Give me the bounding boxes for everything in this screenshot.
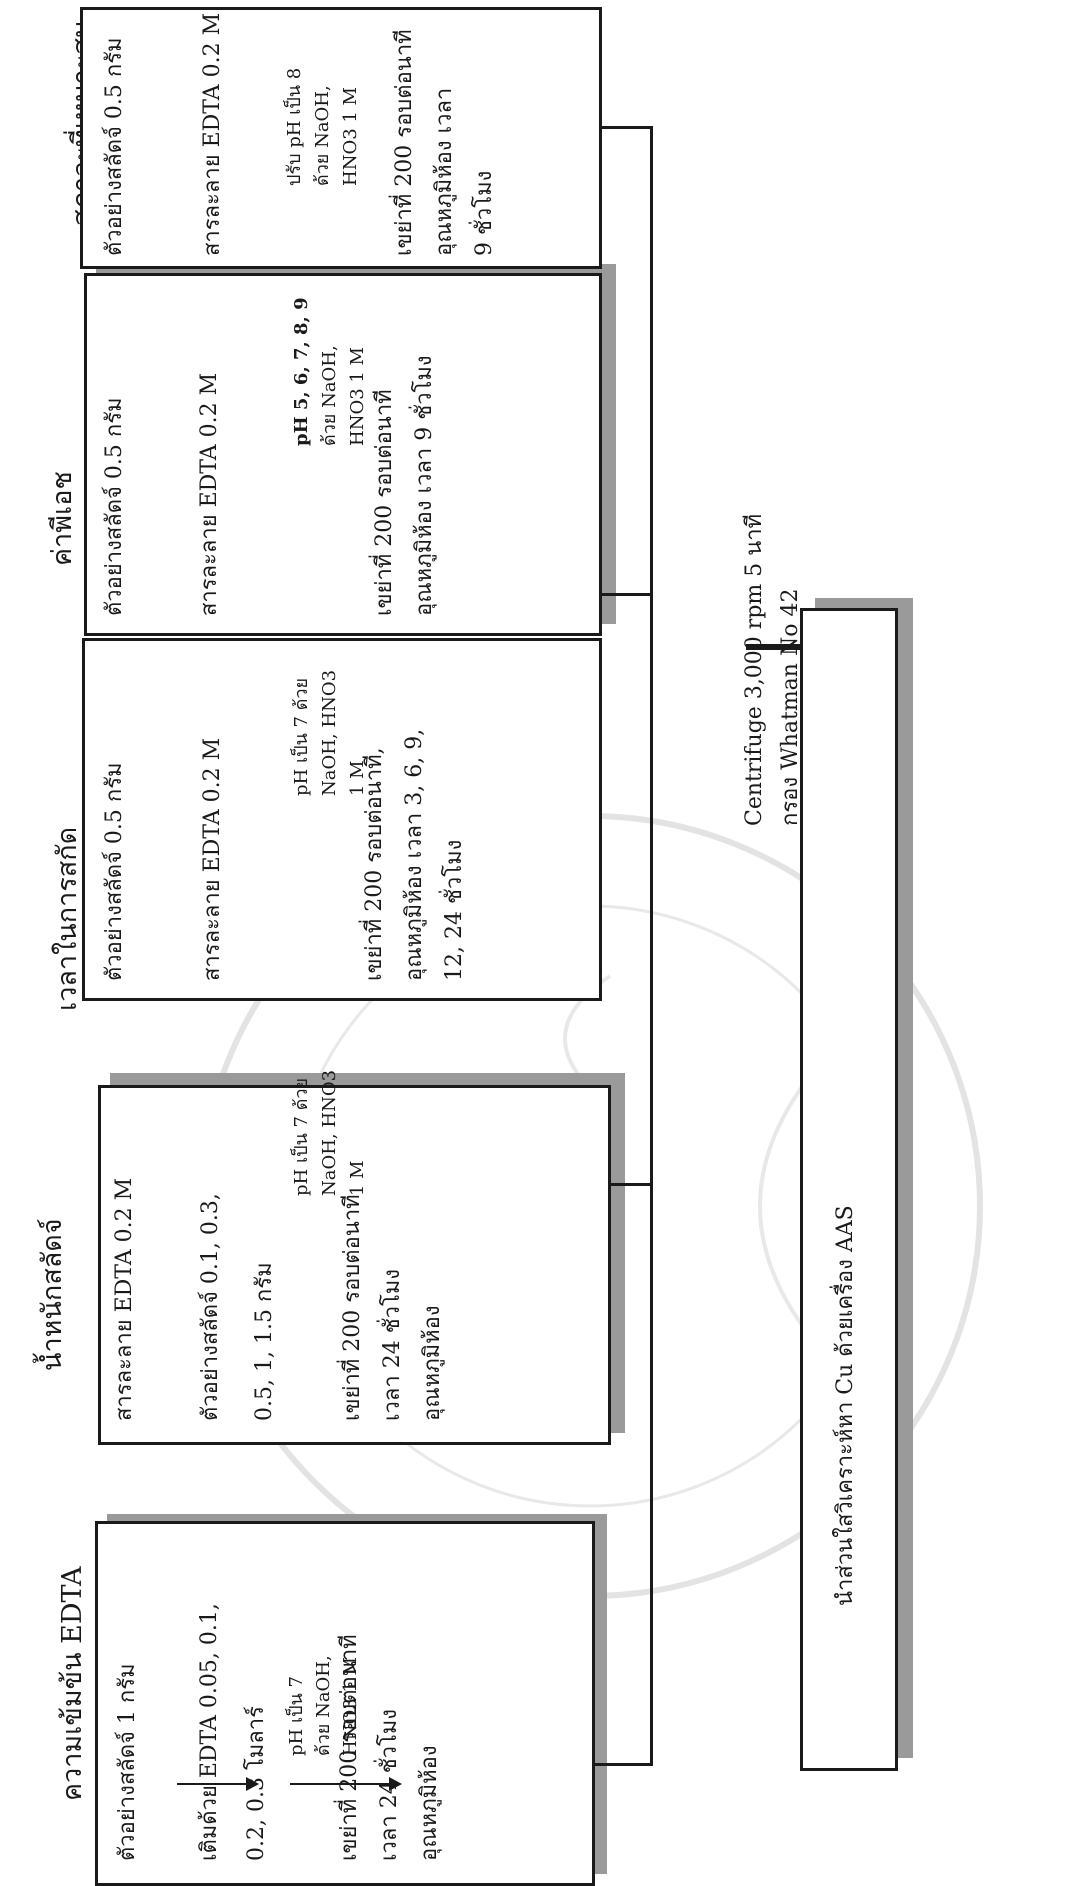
text-line: ตัวอย่างสลัดจ์ 0.5 กรัม xyxy=(102,397,127,616)
condition-text: 1 M xyxy=(347,1160,368,1196)
text-line: ตัวอย่างสลัดจ์ 1 กรัม xyxy=(115,1663,140,1861)
condition-text: NaOH, HNO3 xyxy=(319,1069,340,1196)
text-line: สารละลาย EDTA 0.2 M xyxy=(112,1177,137,1421)
text-line: อุณหภูมิห้อง เวลา xyxy=(432,87,457,256)
condition-text: ด้วย NaOH, xyxy=(313,1655,334,1756)
text-line: เขย่าที่ 200 รอบต่อนาที xyxy=(340,1194,365,1421)
text-line: สารละลาย EDTA 0.2 M xyxy=(197,372,222,616)
condition-text: HNO3 1 M xyxy=(340,87,361,186)
column-title-sludge-weight: น้ำหนักสลัดจ์ xyxy=(37,1218,68,1371)
text-line: ตัวอย่างสลัดจ์ 0.5 กรัม xyxy=(102,37,127,256)
condition-text: pH 5, 6, 7, 8, 9 xyxy=(291,297,312,446)
down-arrow-1 xyxy=(177,1783,257,1785)
connector xyxy=(602,593,653,596)
final-step-text: นำส่วนใสวิเคราะห์หา Cu ด้วยเครื่อง AAS xyxy=(833,1205,858,1606)
text-line: ตัวอย่างสลัดจ์ 0.5 กรัม xyxy=(102,762,127,981)
down-arrow-2 xyxy=(290,1783,400,1785)
connector xyxy=(595,1763,653,1766)
text-line: 12, 24 ชั่วโมง xyxy=(442,839,467,981)
condition-text: pH เป็น 7 ด้วย xyxy=(291,1077,312,1196)
condition-text: 1 M xyxy=(347,760,368,796)
connector xyxy=(602,126,653,129)
step-box-ph xyxy=(84,273,602,636)
text-line: เขย่าที่ 200 รอบต่อนาที xyxy=(372,389,397,616)
text-line: อุณหภูมิห้อง เวลา 9 ชั่วโมง xyxy=(412,355,437,616)
text-line: เวลา 24 ชั่วโมง xyxy=(380,1268,405,1421)
condition-text: ด้วย NaOH, xyxy=(319,345,340,446)
text-line: สารละลาย EDTA 0.2 M xyxy=(200,12,225,256)
text-line: อุณหภูมิห้อง xyxy=(417,1745,442,1861)
condition-text: NaOH, HNO3 xyxy=(319,669,340,796)
text-line: เขย่าที่ 200 รอบต่อนาที xyxy=(392,29,417,256)
text-line: อุณหภูมิห้อง xyxy=(420,1305,445,1421)
text-line: อุณหภูมิห้อง เวลา 3, 6, 9, xyxy=(402,728,427,981)
condition-text: pH เป็น 7 ด้วย xyxy=(291,677,312,796)
connector xyxy=(611,1183,653,1186)
collector-line xyxy=(650,126,653,1766)
text-line: เติมด้วย EDTA 0.05, 0.1, xyxy=(197,1603,222,1861)
text-line: สารละลาย EDTA 0.2 M xyxy=(200,737,225,981)
condition-text: ด้วย NaOH, xyxy=(312,85,333,186)
text-line: 9 ชั่วโมง xyxy=(472,170,497,256)
column-title-edta-conc: ความเข้มข้น EDTA xyxy=(57,1566,88,1801)
condition-text: HNO3 1 M xyxy=(347,347,368,446)
condition-text: ปรับ pH เป็น 8 xyxy=(284,67,305,186)
process-step-centrifuge: Centrifuge 3,000 rpm 5 นาที xyxy=(742,513,767,826)
text-line: ตัวอย่างสลัดจ์ 0.1, 0.3, xyxy=(198,1193,223,1421)
text-line: 0.5, 1, 1.5 กรัม xyxy=(252,1262,277,1421)
column-title-ph: ค่าพีเอช xyxy=(47,471,78,566)
condition-text: pH เป็น 7 xyxy=(286,1676,307,1756)
step-box-extraction-time xyxy=(82,638,602,1001)
condition-text: HNO3 1 M xyxy=(340,1657,361,1756)
